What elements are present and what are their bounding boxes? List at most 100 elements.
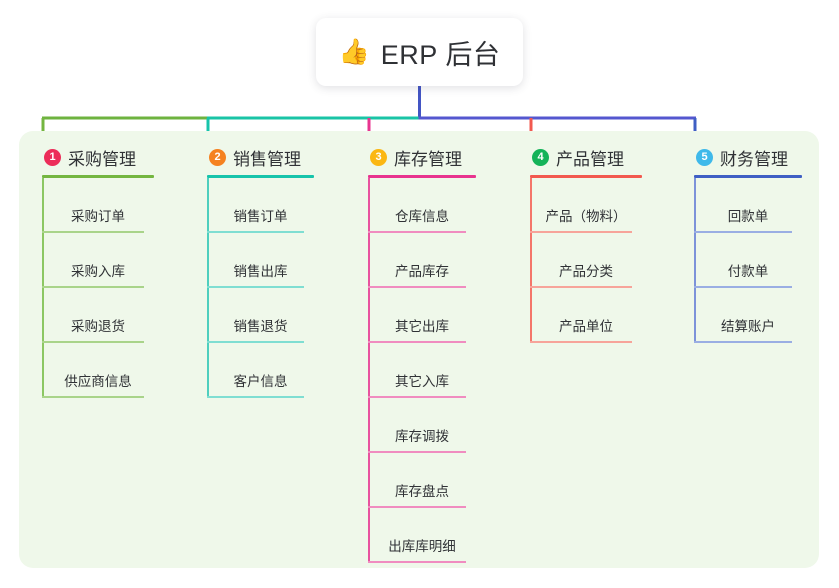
branch-header[interactable]: 3 库存管理 [368,145,476,169]
branch-item-rule [42,286,144,288]
branch-item-label: 产品（物料） [545,209,627,224]
branch-item-rule [368,506,466,508]
branch-item-label: 销售退货 [233,319,288,334]
branch-item-list: 产品（物料） 产品分类产品单位 [530,178,642,343]
branch-item[interactable]: 其它出库 [368,288,476,343]
branch-item-rule [42,231,144,233]
root-node-content: 👍 ERP 后台 [339,33,501,72]
branch-item-label: 付款单 [727,264,769,279]
branch-item-list: 回款单付款单结算账户 [694,178,802,343]
branch-item[interactable]: 客户信息 [207,343,314,398]
branch-item[interactable]: 其它入库 [368,343,476,398]
branch-item[interactable]: 回款单 [694,178,802,233]
branch-item-label: 销售订单 [233,209,288,224]
branch-header-rule [207,175,314,178]
branch-header[interactable]: 5 财务管理 [694,145,802,169]
branch-item[interactable]: 产品单位 [530,288,642,343]
branch-item[interactable]: 销售订单 [207,178,314,233]
branch-header-rule [694,175,802,178]
branch-item-label: 库存调拨 [395,429,449,444]
branch-item-label: 库存盘点 [395,484,449,499]
branch-title: 财务管理 [720,149,788,169]
branch-item-label: 产品分类 [559,264,613,279]
branch-item[interactable]: 付款单 [694,233,802,288]
branch-item-label: 采购入库 [71,264,125,279]
branch-item-rule [368,396,466,398]
branch-header[interactable]: 2 销售管理 [207,145,314,169]
branches-panel [19,131,819,568]
branch-item-list: 仓库信息产品库存其它出库其它入库库存调拨库存盘点出库库明细 [368,178,476,563]
branch-column: 1 采购管理采购订单采购入库采购退货供应商信息 [42,145,154,398]
branch-number-badge: 1 [44,148,61,166]
root-node-title: ERP 后台 [380,39,501,70]
branch-item[interactable]: 产品库存 [368,233,476,288]
branch-header-rule [368,175,476,178]
branch-item[interactable]: 结算账户 [694,288,802,343]
branch-item[interactable]: 采购入库 [42,233,154,288]
branch-item-rule [207,231,304,233]
branch-item[interactable]: 供应商信息 [42,343,154,398]
branch-item-label: 其它入库 [395,374,449,389]
branch-item[interactable]: 产品分类 [530,233,642,288]
branch-item[interactable]: 销售出库 [207,233,314,288]
branch-item-label: 采购订单 [71,209,125,224]
branch-item[interactable]: 库存盘点 [368,453,476,508]
branch-header-rule [530,175,642,178]
branch-item-rule [694,286,792,288]
branch-item-rule [530,286,632,288]
branch-column: 5 财务管理回款单付款单结算账户 [694,145,802,343]
branch-header[interactable]: 1 采购管理 [42,145,154,169]
branch-item-rule [368,451,466,453]
branch-item-rule [530,341,632,343]
branch-number-badge: 2 [209,148,226,166]
root-node[interactable]: 👍 ERP 后台 [316,18,523,86]
branch-item-rule [207,286,304,288]
branch-item-rule [207,396,304,398]
branch-column: 3 库存管理仓库信息产品库存其它出库其它入库库存调拨库存盘点出库库明细 [368,145,476,563]
branch-item-label: 供应商信息 [64,374,132,389]
branch-item-label: 仓库信息 [395,209,449,224]
branch-item-rule [694,341,792,343]
branch-item-label: 采购退货 [71,319,125,334]
branch-item-rule [207,341,304,343]
branch-item[interactable]: 出库库明细 [368,508,476,563]
branch-spine [42,178,44,398]
branch-spine [530,178,532,343]
branch-item-label: 结算账户 [721,319,775,334]
branch-item[interactable]: 仓库信息 [368,178,476,233]
branch-item[interactable]: 产品（物料） [530,178,642,233]
branch-item-label: 销售出库 [233,264,288,279]
branch-item[interactable]: 采购退货 [42,288,154,343]
branch-spine [694,178,696,343]
branch-item-label: 客户信息 [233,374,288,389]
branch-spine [368,178,370,563]
branch-item-list: 采购订单采购入库采购退货供应商信息 [42,178,154,398]
branch-item-label: 产品单位 [559,319,613,334]
branch-column: 2 销售管理销售订单销售出库销售退货客户信息 [207,145,314,398]
branch-title: 库存管理 [394,149,462,169]
branch-item[interactable]: 采购订单 [42,178,154,233]
branch-spine [207,178,209,398]
branch-header-rule [42,175,154,178]
branch-item-label: 回款单 [727,209,769,224]
branch-item[interactable]: 销售退货 [207,288,314,343]
thumbs-up-icon: 👍 [338,37,370,66]
branch-number-badge: 5 [696,148,713,166]
branch-title: 采购管理 [68,149,136,169]
branch-title: 销售管理 [233,149,301,169]
branch-item-label: 出库库明细 [388,539,456,554]
branch-item-rule [42,341,144,343]
branch-item-rule [368,561,466,563]
branch-number-badge: 4 [532,148,549,166]
branch-item-label: 其它出库 [395,319,449,334]
branch-item-rule [42,396,144,398]
branch-item[interactable]: 库存调拨 [368,398,476,453]
branch-item-rule [368,341,466,343]
branch-item-list: 销售订单销售出库销售退货客户信息 [207,178,314,398]
branch-item-rule [694,231,792,233]
branch-item-rule [368,286,466,288]
branch-number-badge: 3 [370,148,387,166]
